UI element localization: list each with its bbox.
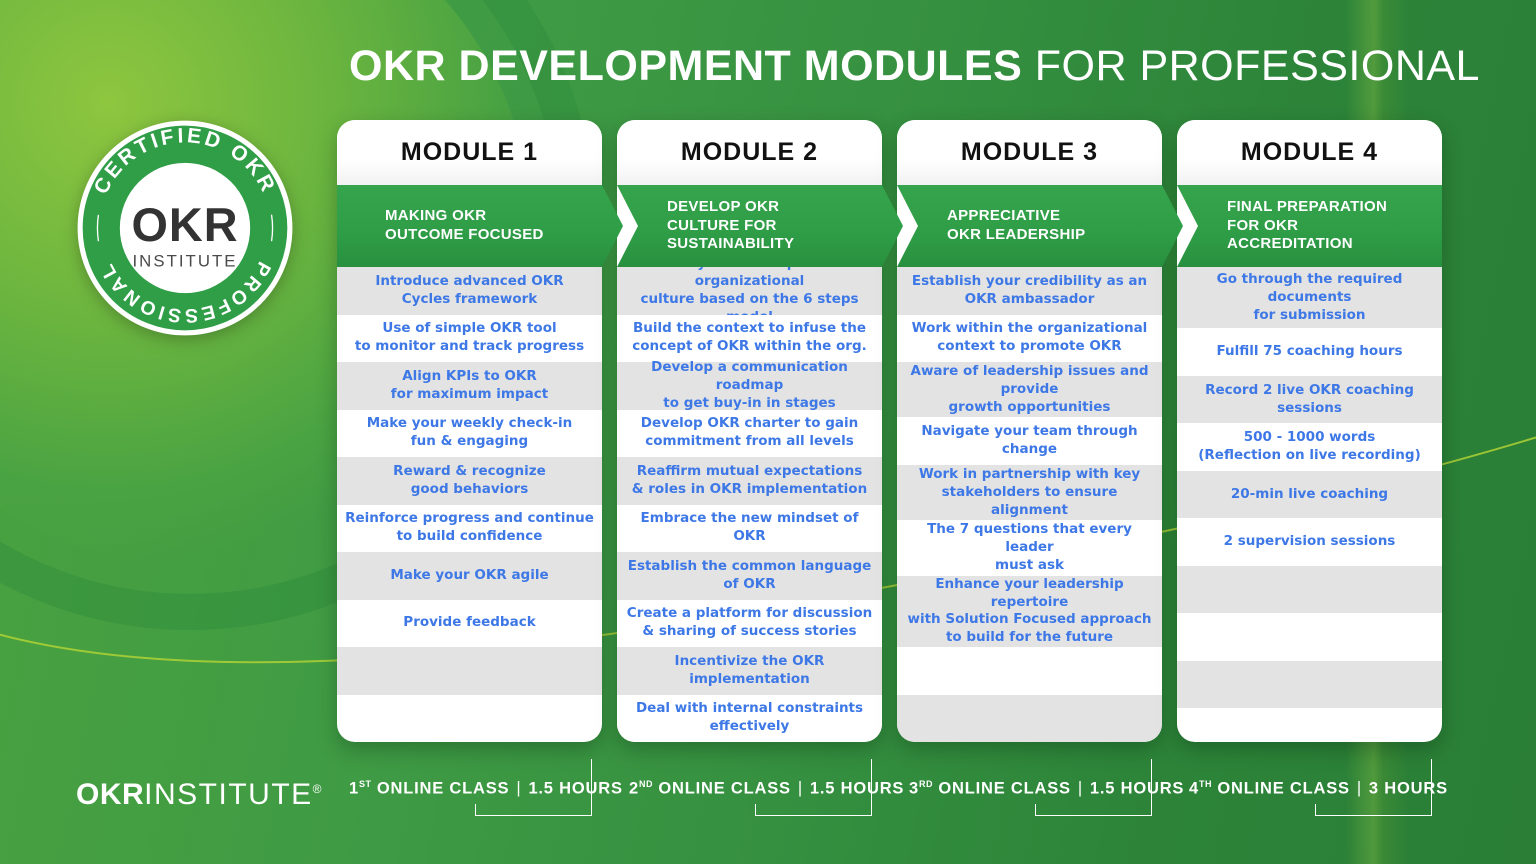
list-item: Enhance your leadership repertoire with … [897, 575, 1162, 647]
list-item: Build the context to infuse the concept … [617, 314, 882, 362]
list-item: Reinforce progress and continue to build… [337, 504, 602, 552]
list-item-empty [337, 647, 602, 695]
module-3-items: Establish your credibility as an OKR amb… [897, 267, 1162, 742]
list-item: Establish your credibility as an OKR amb… [897, 267, 1162, 315]
list-item-empty [897, 694, 1162, 742]
module-2-arrow-banner: DEVELOP OKR CULTURE FOR SUSTAINABILITY [617, 185, 903, 267]
logo-bold: OKR [76, 778, 145, 811]
module-2-title: MODULE 2 [617, 120, 882, 185]
list-item: Work within the organizational context t… [897, 314, 1162, 362]
footer-bracket [755, 759, 872, 816]
list-item: Make your weekly check-in fun & engaging [337, 409, 602, 457]
class-footers: 1ST ONLINE CLASS|1.5 HOURS 2ND ONLINE CL… [337, 757, 1447, 820]
footer-bracket [1315, 759, 1432, 816]
list-item: 500 - 1000 words (Reflection on live rec… [1177, 423, 1442, 471]
footer-class-1: 1ST ONLINE CLASS|1.5 HOURS [337, 757, 622, 820]
module-1-arrow-banner: MAKING OKR OUTCOME FOCUSED [337, 185, 623, 267]
list-item: Develop OKR charter to gain commitment f… [617, 409, 882, 457]
module-4-card: MODULE 4 FINAL PREPARATION FOR OKR ACCRE… [1177, 120, 1442, 742]
list-item: Introduce advanced OKR Cycles framework [337, 267, 602, 315]
footer-class-4: 4TH ONLINE CLASS|3 HOURS [1177, 757, 1447, 820]
list-item-empty [1177, 660, 1442, 709]
list-item: Go through the required documents for su… [1177, 267, 1442, 329]
badge-center-sub: INSTITUTE [132, 252, 237, 271]
list-item: Deal with internal constraints effective… [617, 694, 882, 742]
list-item: Make your OKR agile [337, 552, 602, 600]
footer-class-4-text: 4TH ONLINE CLASS|3 HOURS [1189, 778, 1448, 798]
list-item: Navigate your team through change [897, 417, 1162, 465]
module-4-title: MODULE 4 [1177, 120, 1442, 185]
modules-row: MODULE 1 MAKING OKR OUTCOME FOCUSED Intr… [337, 120, 1442, 742]
module-4-items: Go through the required documents for su… [1177, 267, 1442, 742]
certified-okr-badge: CERTIFIED OKR PROFESSIONAL OKR INSTITUTE [77, 120, 293, 336]
list-item: Work in partnership with key stakeholder… [897, 464, 1162, 521]
list-item-empty [1177, 565, 1442, 614]
list-item: Create a platform for discussion & shari… [617, 599, 882, 647]
list-item: Use of simple OKR tool to monitor and tr… [337, 314, 602, 362]
module-3-arrow-banner: APPRECIATIVE OKR LEADERSHIP [897, 185, 1183, 267]
badge-center-main: OKR [131, 199, 238, 251]
list-item: Provide feedback [337, 599, 602, 647]
okr-institute-logo: OKRINSTITUTE® [76, 778, 322, 812]
logo-light: INSTITUTE [144, 778, 313, 811]
badge-thin-circle [96, 139, 274, 317]
list-item: Record 2 live OKR coaching sessions [1177, 375, 1442, 424]
page-title-light: FOR PROFESSIONAL [1022, 42, 1480, 90]
list-item: Fulfill 75 coaching hours [1177, 328, 1442, 376]
footer-class-2: 2ND ONLINE CLASS|1.5 HOURS [617, 757, 903, 820]
registered-mark-icon: ® [312, 782, 323, 796]
footer-bracket [475, 759, 592, 816]
list-item: Establish the common language of OKR [617, 552, 882, 600]
module-4-arrow-banner: FINAL PREPARATION FOR OKR ACCREDITATION [1177, 185, 1442, 267]
footer-class-2-text: 2ND ONLINE CLASS|1.5 HOURS [629, 778, 905, 798]
list-item: Develop a communication roadmap to get b… [617, 359, 882, 411]
list-item: Analyze & reshape the organizational cul… [617, 267, 882, 325]
footer-class-3-text: 3RD ONLINE CLASS|1.5 HOURS [909, 778, 1185, 798]
list-item: Align KPIs to OKR for maximum impact [337, 362, 602, 410]
list-item: The 7 questions that every leader must a… [897, 520, 1162, 576]
footer-class-1-text: 1ST ONLINE CLASS|1.5 HOURS [349, 778, 623, 798]
footer-bracket [1035, 759, 1152, 816]
module-2-card: MODULE 2 DEVELOP OKR CULTURE FOR SUSTAIN… [617, 120, 882, 742]
list-item-empty [1177, 613, 1442, 661]
list-item: Aware of leadership issues and provide g… [897, 362, 1162, 418]
footer-class-3: 3RD ONLINE CLASS|1.5 HOURS [897, 757, 1183, 820]
list-item: Incentivize the OKR implementation [617, 647, 882, 695]
list-item: Reward & recognize good behaviors [337, 457, 602, 505]
page-title-bold: OKR DEVELOPMENT MODULES [349, 42, 1023, 90]
badge-inner-circle [119, 162, 251, 294]
list-item-empty [897, 647, 1162, 695]
list-item: 20-min live coaching [1177, 470, 1442, 519]
page-title: OKR DEVELOPMENT MODULES FOR PROFESSIONAL [337, 42, 1492, 91]
module-1-items: Introduce advanced OKR Cycles framework … [337, 267, 602, 742]
list-item: 2 supervision sessions [1177, 518, 1442, 566]
list-item: Embrace the new mindset of OKR [617, 504, 882, 552]
module-1-card: MODULE 1 MAKING OKR OUTCOME FOCUSED Intr… [337, 120, 602, 742]
module-2-items: Analyze & reshape the organizational cul… [617, 267, 882, 742]
module-1-title: MODULE 1 [337, 120, 602, 185]
module-3-title: MODULE 3 [897, 120, 1162, 185]
module-3-card: MODULE 3 APPRECIATIVE OKR LEADERSHIP Est… [897, 120, 1162, 742]
list-item: Reaffirm mutual expectations & roles in … [617, 457, 882, 505]
